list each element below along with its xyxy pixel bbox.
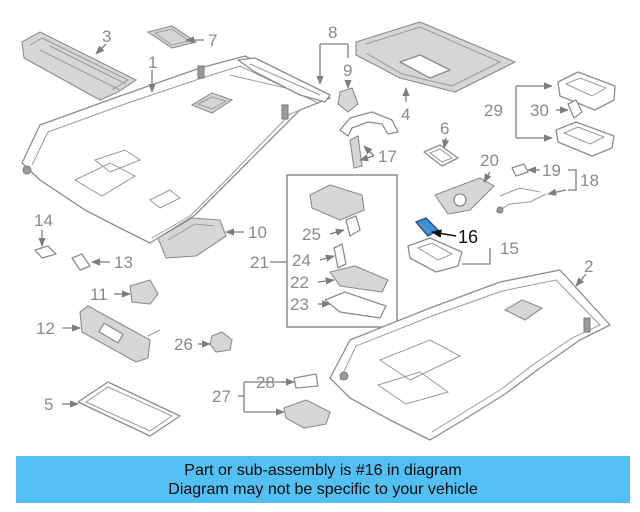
part-8-grip-bracket[interactable] [237,57,331,103]
part-7-lens[interactable] [146,25,198,49]
part-6-lamp-lens[interactable] [423,144,459,167]
part-12-sun-visor[interactable] [79,305,161,363]
part-20-console-bracket[interactable] [434,177,495,215]
part-17-assist-handle[interactable] [339,111,399,169]
callout-4: 4 [401,105,410,124]
callout-25: 25 [302,225,321,244]
part-13-clip[interactable] [71,253,91,271]
callout-14: 14 [34,211,53,230]
part-9-cover[interactable] [337,87,359,113]
callout-15: 15 [500,239,519,258]
callout-18: 18 [580,171,599,190]
callout-29: 29 [484,101,503,120]
part-25-lens[interactable] [309,184,365,237]
part-4-sunshade-panel[interactable] [355,21,517,93]
leader-16 [430,229,457,238]
callout-27: 27 [212,387,231,406]
callout-1: 1 [148,53,157,72]
part-24-bulb[interactable] [333,243,347,269]
part-28-bulb[interactable] [293,373,319,389]
callout-22: 22 [290,273,309,292]
callout-6: 6 [440,119,449,138]
callout-17: 17 [378,147,397,166]
callout-3: 3 [102,27,111,46]
part-16-highlighted[interactable] [414,217,440,237]
part-29-map-lamp[interactable] [555,71,616,157]
part-22-bracket[interactable] [329,265,389,293]
callout-24: 24 [292,251,311,270]
part-2-headliner[interactable] [329,269,611,441]
part-30-bulb[interactable] [567,99,583,119]
callout-9: 9 [343,61,352,80]
part-19-sensor[interactable] [499,163,541,197]
banner-line-2: Diagram may not be specific to your vehi… [168,480,478,498]
callout-12: 12 [36,319,55,338]
part-15-console[interactable] [407,237,463,273]
callout-26: 26 [174,335,193,354]
part-14-clip[interactable] [34,245,57,259]
callout-16: 16 [458,227,478,247]
callout-13: 13 [114,253,133,272]
part-26-retainer[interactable] [209,331,233,353]
callout-20: 20 [480,151,499,170]
callout-10: 10 [248,223,267,242]
callout-5: 5 [44,395,53,414]
leader-lines [38,36,587,416]
part-1-headliner[interactable] [21,55,331,244]
callout-23: 23 [290,295,309,314]
part-27-side-lamp[interactable] [283,399,331,429]
callout-28: 28 [256,373,275,392]
part-5-mirror[interactable] [77,381,181,437]
banner-line-1: Part or sub-assembly is #16 in diagram [184,461,462,479]
callout-8: 8 [328,23,337,42]
part-23-pad[interactable] [324,291,387,319]
part-11-holder[interactable] [129,279,159,305]
callout-19: 19 [542,161,561,180]
callout-30: 30 [530,101,549,120]
callout-labels: 1 2 3 4 5 6 7 8 9 10 11 12 13 14 15 16 1… [34,23,599,414]
callout-21: 21 [250,253,269,272]
part-10-reading-lamp[interactable] [157,217,227,259]
group-21-box [286,174,398,328]
callout-11: 11 [90,285,108,304]
part-18-wiring[interactable] [495,193,547,214]
part-3-trim-panel[interactable] [21,31,138,101]
info-banner: Part or sub-assembly is #16 in diagram D… [16,456,630,503]
exploded-parts-diagram: 1 2 3 4 5 6 7 8 9 10 11 12 13 14 15 16 1… [21,21,616,441]
callout-7: 7 [208,31,217,50]
callout-2: 2 [584,257,593,276]
